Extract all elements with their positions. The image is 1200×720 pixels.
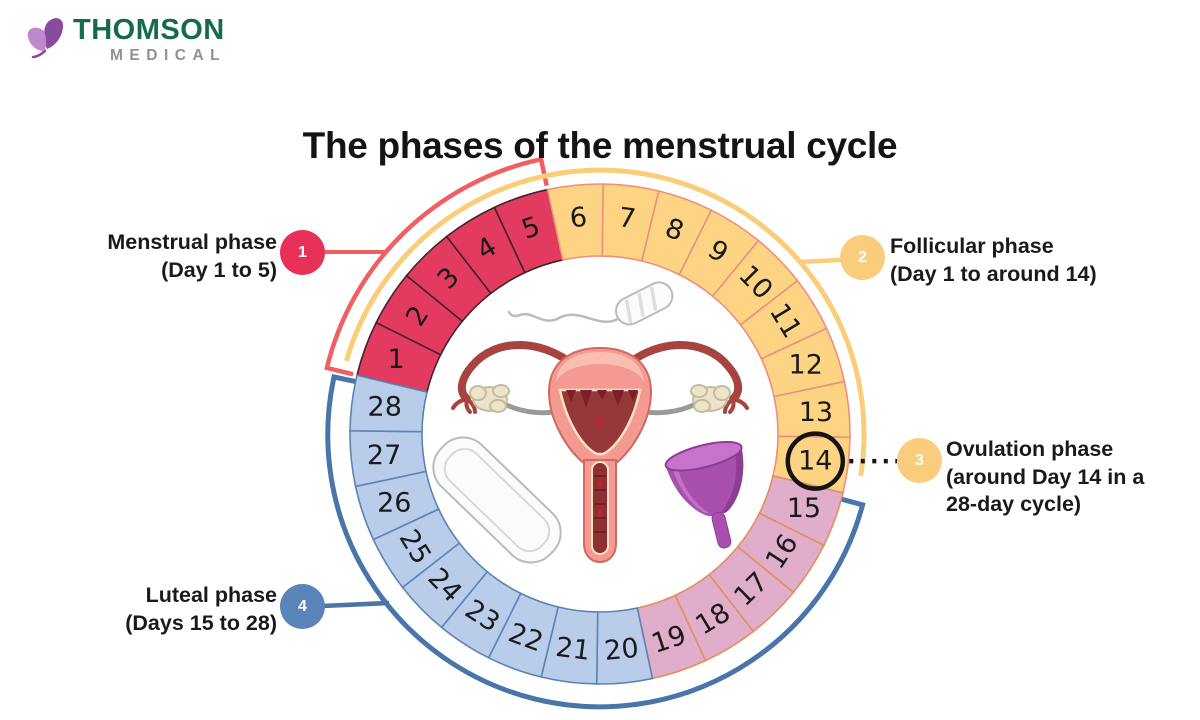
sanitary-pad-illustration [432,436,562,564]
luteal-phase-label-line1: Luteal phase [145,583,277,607]
badge-4-number: 4 [298,597,307,615]
day-number-12: 12 [789,350,823,381]
day-segment-28 [349,374,428,433]
day-number-27: 27 [367,440,401,471]
day-number-15: 15 [787,493,821,524]
menstrual-phase-label-line1: Menstrual phase [107,230,277,254]
follicular-phase-label-line2: (Day 1 to around 14) [890,261,1097,286]
menstrual-phase-label: Menstrual phase (Day 1 to 5) [107,229,277,284]
tampon-illustration [507,281,674,326]
uterus-illustration [451,341,749,564]
day-number-26: 26 [377,488,411,519]
menstrual-cup-illustration [664,441,744,549]
day-number-7: 7 [617,202,638,235]
logo-division: MEDICAL [110,47,227,64]
follicular-phase-label: Follicular phase (Day 1 to around 14) [890,233,1097,288]
logo-brand: THOMSON [73,14,225,46]
day-number-6: 6 [568,202,588,235]
logo-text: THOMSON MEDICAL [73,14,226,66]
badge-3: 3 [897,438,942,483]
ovulation-phase-label: Ovulation phase (around Day 14 in a 28-d… [946,436,1144,519]
phase-arc-luteal-bracket [325,374,866,710]
butterfly-logo-icon [27,18,64,59]
day-number-14: 14 [798,446,832,477]
day-number-21: 21 [554,632,592,667]
ovulation-phase-label-line1: Ovulation phase [946,437,1114,461]
center-illustrations [432,281,749,564]
badge-2: 2 [840,235,885,280]
day-number-1: 1 [388,344,405,375]
badge-3-number: 3 [915,451,924,469]
badge-1-number: 1 [298,243,307,261]
phase-arc-follicular-arc [343,167,867,477]
menstrual-phase-label-line2: (Day 1 to 5) [161,257,277,282]
page-title: The phases of the menstrual cycle [302,124,898,166]
ovulation-phase-label-line3: 28-day cycle) [946,492,1082,516]
phase-arc-menstrual-bracket [324,156,549,377]
connector-luteal [321,600,390,609]
badge-4: 4 [280,584,325,629]
badge-2-number: 2 [858,248,867,266]
luteal-phase-label: Luteal phase (Days 15 to 28) [125,582,277,637]
follicular-phase-label-line1: Follicular phase [890,234,1054,258]
day-number-28: 28 [368,391,402,422]
ovulation-day-circle [785,431,846,491]
day-number-13: 13 [799,397,833,428]
thomson-medical-logo: THOMSON MEDICAL [24,14,226,66]
ovulation-phase-label-line2: (around Day 14 in a [946,464,1145,489]
badge-1: 1 [280,230,325,275]
luteal-phase-label-line2: (Days 15 to 28) [125,610,277,635]
day-number-20: 20 [603,633,640,667]
